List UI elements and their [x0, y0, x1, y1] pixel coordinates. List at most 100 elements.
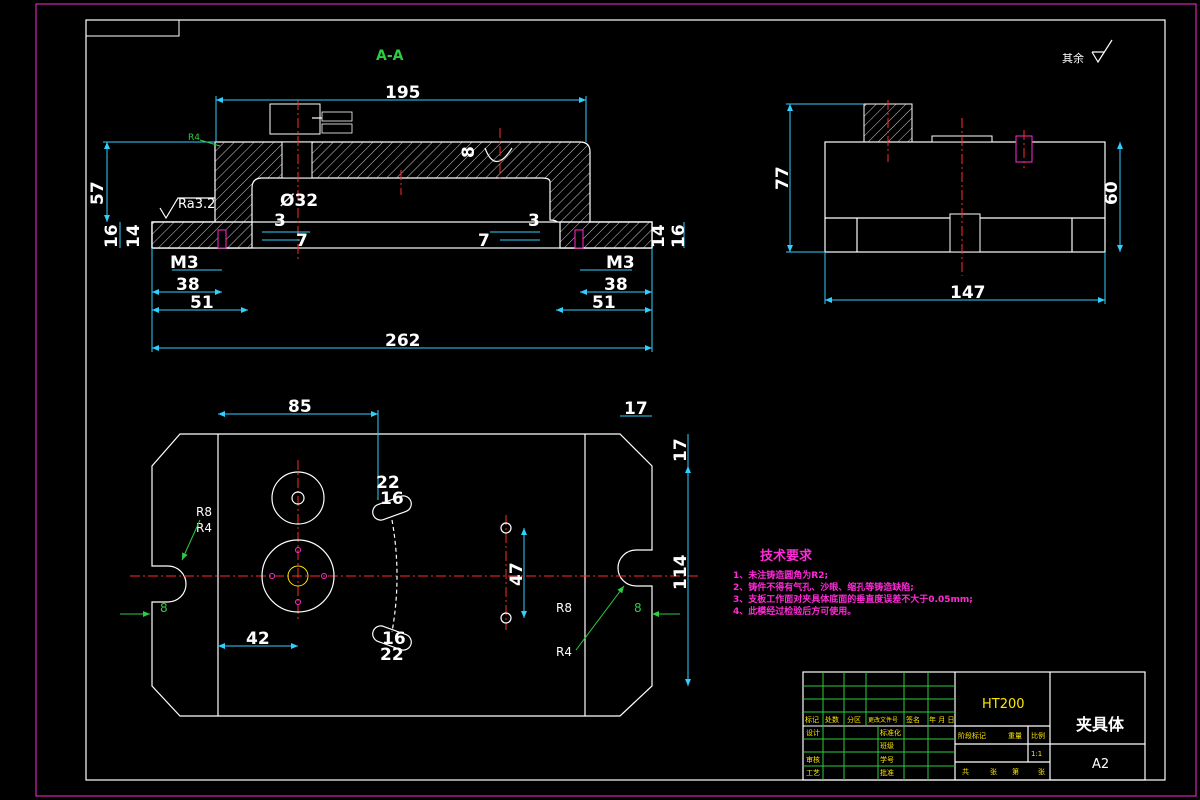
- roughness-ra-label: Ra3.2: [178, 197, 215, 212]
- tech-req-title: 技术要求: [760, 548, 813, 564]
- dim-16t-label: 16: [380, 489, 404, 509]
- corner-tag-box: [85, 19, 180, 37]
- dim-m3l-label: M3: [170, 253, 199, 273]
- radius-r8l-label: R8: [196, 505, 212, 519]
- tb-mid-3: 批准: [880, 768, 894, 777]
- dim-3l-label: 3: [274, 211, 286, 231]
- tb-header-0: 标记: [805, 715, 819, 724]
- slot-bottom: [372, 625, 412, 651]
- right-hole-top: [500, 522, 512, 534]
- dim-8r-label: 8: [634, 601, 642, 615]
- dim-42-label: 42: [246, 629, 270, 649]
- tb-part-name: 夹具体: [1076, 715, 1125, 734]
- side-view: 77 60 147: [773, 100, 1123, 304]
- tolerance-frame-1: [321, 111, 353, 122]
- tb-right-header-1: 重量: [1008, 732, 1022, 740]
- radius-l-leader: [181, 519, 201, 561]
- tb-material: HT200: [982, 697, 1025, 712]
- tb-header-1: 处数: [825, 715, 839, 724]
- dim-8-label: 8: [459, 146, 479, 158]
- tb-right-header-0: 阶段标记: [958, 731, 986, 740]
- dim-16b-label: 16: [382, 629, 406, 649]
- sheet-inner-border: [85, 19, 1166, 781]
- tb-sheet-0: 共: [962, 767, 969, 776]
- slot-top: [372, 495, 412, 521]
- dim-3r-label: 3: [528, 211, 540, 231]
- tb-scale: 1:1: [1031, 750, 1042, 758]
- roughness-symbol-icon: [1091, 39, 1113, 64]
- tb-sheet-size: A2: [1092, 757, 1109, 772]
- thread-hole-right: [574, 229, 584, 249]
- dim-22b-label: 22: [380, 645, 404, 665]
- tb-header-5: 年 月 日: [929, 715, 954, 724]
- dim-60-label: 60: [1102, 181, 1122, 205]
- radius-r4r-label: R4: [556, 645, 572, 659]
- plan-outline: [151, 433, 653, 717]
- dim-22t-label: 22: [376, 473, 400, 493]
- tb-role-1: 审核: [806, 755, 820, 764]
- pin-boss: [281, 141, 313, 179]
- plan-view: 85 17 17 114 47 42 22 16 16 22 R8 R4 8 R…: [120, 397, 700, 717]
- main-boss-bolt-3: [269, 573, 275, 579]
- dim-114-label: 114: [671, 554, 691, 590]
- tb-mid-0: 标准化: [880, 728, 901, 737]
- tb-mid-2: 学号: [880, 755, 894, 764]
- tb-header-2: 分区: [847, 715, 861, 724]
- radius-r-leader: [575, 585, 625, 651]
- tb-left-grid: [803, 672, 955, 780]
- tech-req-item-4: 4、此模经过检验后方可使用。: [733, 605, 856, 617]
- tb-header-3: 更改文件号: [868, 716, 898, 724]
- radius-r4-label: R4: [188, 133, 200, 143]
- main-boss-bolt-2: [295, 599, 301, 605]
- tech-req-item-2: 2、铸件不得有气孔、沙眼、缩孔等铸造缺陷;: [733, 581, 914, 593]
- tb-sheet-2: 第: [1012, 767, 1019, 776]
- side-center-slot: [949, 213, 981, 253]
- dim-51r-label: 51: [592, 293, 616, 313]
- tb-mid-1: 班级: [880, 741, 894, 750]
- tb-role-0: 设计: [806, 728, 820, 737]
- tb-role-2: 工艺: [806, 769, 820, 777]
- main-boss-bolt-4: [321, 573, 327, 579]
- dim-38r-label: 38: [604, 275, 628, 295]
- main-boss-hole: [287, 565, 309, 587]
- dim-m3r-label: M3: [606, 253, 635, 273]
- dim-8l-label: 8: [160, 601, 168, 615]
- dim-14l-label: 14: [124, 224, 144, 248]
- base-left-fill: [151, 221, 253, 249]
- dim-77-label: 77: [773, 166, 793, 190]
- tb-right-header-2: 比例: [1031, 731, 1045, 740]
- dim-17t-label: 17: [624, 399, 648, 419]
- upper-boss-hole: [291, 491, 305, 505]
- dim-16l-label: 16: [102, 224, 122, 248]
- tech-req-item-3: 3、支板工作面对夹具体底面的垂直度误差不大于0.05mm;: [733, 593, 973, 605]
- tolerance-frame-2: [321, 123, 353, 134]
- tb-sheet-3: 张: [1038, 767, 1045, 776]
- tb-header-4: 签名: [906, 715, 920, 724]
- title-block: HT200 夹具体 A2 1:1 标记 处数 分区 更改文件号 签名 年 月 日…: [802, 671, 1146, 781]
- main-boss-bolt-1: [295, 547, 301, 553]
- dim-38l-label: 38: [176, 275, 200, 295]
- radius-r4-leader: [199, 139, 221, 147]
- dim-262-label: 262: [385, 331, 421, 351]
- slot-arc: [484, 147, 513, 163]
- dim-57-label: 57: [88, 181, 108, 205]
- radius-r8r-label: R8: [556, 601, 572, 615]
- sheet-outer-border: [35, 3, 1197, 797]
- dim-47-label: 47: [507, 562, 527, 586]
- dim-85-label: 85: [288, 397, 312, 417]
- tech-requirements: 技术要求 1、未注铸造圆角为R2; 2、铸件不得有气孔、沙眼、缩孔等铸造缺陷; …: [733, 548, 973, 617]
- guide-curve: [391, 519, 398, 633]
- main-boss-circle: [261, 539, 335, 613]
- top-block: [269, 103, 321, 135]
- dim-17r-label: 17: [671, 438, 691, 462]
- radius-r4l-label: R4: [196, 521, 212, 535]
- dim-147-label: 147: [950, 283, 986, 303]
- roughness-ra-symbol-icon: [159, 197, 215, 220]
- thread-hole-left: [217, 229, 227, 249]
- dim-14r-label: 14: [649, 224, 669, 248]
- right-hole-bottom: [500, 612, 512, 624]
- section-view: 195 57 16 14 14 16 8 Ø32 Ra3.2 R4 3 7 3 …: [88, 83, 689, 352]
- upper-boss-circle: [271, 471, 325, 525]
- section-body-hatched: [151, 141, 653, 249]
